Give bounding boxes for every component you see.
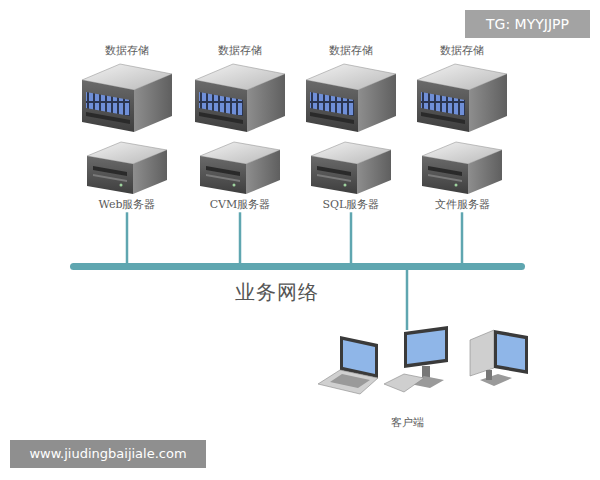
node-label: 数据存储 <box>190 44 290 58</box>
server-icon <box>87 142 167 194</box>
workstation-icon <box>470 330 528 386</box>
network-link <box>239 212 242 263</box>
network-link <box>126 212 129 263</box>
storage-icon <box>82 64 172 132</box>
client-group: 客户端 <box>300 330 514 430</box>
node-label: 数据存储 <box>77 44 177 58</box>
storage-icon <box>306 64 396 132</box>
server-node: Web服务器 <box>77 138 177 212</box>
node-label: 文件服务器 <box>412 198 512 212</box>
network-link <box>406 270 409 330</box>
watermark: www.jiudingbaijiale.com <box>10 440 206 468</box>
server-icon <box>422 142 502 194</box>
server-node: CVM服务器 <box>190 138 290 212</box>
network-link <box>350 212 353 263</box>
node-label: 客户端 <box>300 416 514 430</box>
storage-icon <box>417 64 507 132</box>
storage-icon <box>195 64 285 132</box>
node-label: Web服务器 <box>77 198 177 212</box>
server-icon <box>200 142 280 194</box>
node-label: SQL服务器 <box>301 198 401 212</box>
server-node: SQL服务器 <box>301 138 401 212</box>
storage-node: 数据存储 <box>190 44 290 132</box>
storage-node: 数据存储 <box>301 44 401 132</box>
network-label: 业务网络 <box>235 279 319 305</box>
node-label: 数据存储 <box>301 44 401 58</box>
storage-node: 数据存储 <box>77 44 177 132</box>
node-label: 数据存储 <box>412 44 512 58</box>
network-link <box>461 212 464 263</box>
desktop-icon <box>384 326 448 392</box>
watermark: TG: MYYJJPP <box>465 10 590 38</box>
laptop-icon <box>318 336 378 394</box>
storage-node: 数据存储 <box>412 44 512 132</box>
network-bus: 业务网络 <box>70 263 525 270</box>
node-label: CVM服务器 <box>190 198 290 212</box>
server-node: 文件服务器 <box>412 138 512 212</box>
server-icon <box>311 142 391 194</box>
